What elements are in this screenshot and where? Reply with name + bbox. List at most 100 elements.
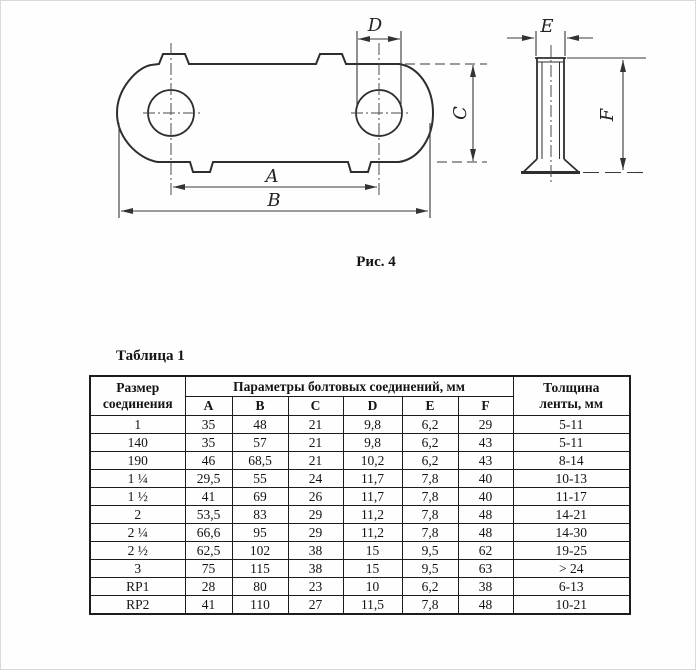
table-cell: 5-11	[512, 415, 631, 434]
table-row: 1 ¼ 29,5 55 24 11,7 7,8 40 10-13	[89, 469, 631, 488]
table-row: 2 ¼ 66,6 95 29 11,2 7,8 48 14-30	[89, 523, 631, 542]
table-cell: 6,2	[401, 451, 459, 470]
table-cell: 115	[231, 559, 289, 578]
table-cell: 83	[231, 505, 289, 524]
table-cell: 38	[457, 577, 514, 596]
table-cell: 1	[89, 415, 186, 434]
table-cell: 6-13	[512, 577, 631, 596]
table-title: Таблица 1	[116, 348, 185, 364]
dim-label-f: F	[597, 107, 618, 122]
table-cell: RP1	[89, 577, 186, 596]
table-cell: 38	[287, 541, 344, 560]
table-cell: 7,8	[401, 469, 459, 488]
table-cell: 10-13	[512, 469, 631, 488]
header-col-e: E	[401, 396, 459, 416]
table-cell: 28	[184, 577, 233, 596]
header-size-line1: Размер	[116, 380, 160, 396]
table-cell: 21	[287, 451, 344, 470]
parameters-table: Размер соединения Параметры болтовых сое…	[89, 375, 631, 615]
table-row: 140 35 57 21 9,8 6,2 43 5-11	[89, 433, 631, 452]
table-cell: 55	[231, 469, 289, 488]
dimension-e	[507, 31, 593, 56]
table-cell: 48	[231, 415, 289, 434]
dim-label-a: A	[264, 166, 279, 187]
table-cell: 29,5	[184, 469, 233, 488]
header-size: Размер соединения	[89, 375, 186, 416]
table-cell: 40	[457, 487, 514, 506]
dim-label-d: D	[367, 15, 383, 36]
table-cell: 6,2	[401, 415, 459, 434]
header-col-c: C	[287, 396, 344, 416]
table-cell: > 24	[512, 559, 631, 578]
table-header-row-2: A B C D E F	[90, 396, 630, 416]
table-cell: 69	[231, 487, 289, 506]
dim-label-c: C	[450, 106, 471, 120]
plate-drawing: D C A B	[115, 15, 487, 218]
header-size-line2: соединения	[102, 396, 173, 411]
table-row: 2 ½ 62,5 102 38 15 9,5 62 19-25	[89, 541, 631, 560]
table-cell: 75	[184, 559, 233, 578]
table-cell: 3	[89, 559, 186, 578]
table-cell: 48	[457, 505, 514, 524]
table-row: 1 35 48 21 9,8 6,2 29 5-11	[89, 415, 631, 434]
table-cell: 5-11	[512, 433, 631, 452]
table-cell: 9,8	[342, 433, 403, 452]
table-cell: 11-17	[512, 487, 631, 506]
table-cell: 2 ¼	[89, 523, 186, 542]
figure-caption: Рис. 4	[356, 254, 396, 270]
dim-label-b: B	[266, 190, 280, 211]
table-cell: 14-30	[512, 523, 631, 542]
header-thickness-line2: ленты, мм	[539, 396, 604, 411]
table-cell: 9,5	[401, 559, 459, 578]
header-thickness-line1: Толщина	[543, 380, 600, 396]
table-cell: 2 ½	[89, 541, 186, 560]
table-cell: 62,5	[184, 541, 233, 560]
table-cell: 7,8	[401, 523, 459, 542]
table-cell: 48	[457, 595, 514, 615]
table-cell: 10,2	[342, 451, 403, 470]
table-cell: 110	[231, 595, 289, 615]
table-cell: 24	[287, 469, 344, 488]
header-thickness: Толщина ленты, мм	[512, 375, 631, 416]
header-col-f: F	[457, 396, 514, 416]
table-cell: 46	[184, 451, 233, 470]
table-cell: 43	[457, 451, 514, 470]
table-cell: 57	[231, 433, 289, 452]
table-row: 3 75 115 38 15 9,5 63 > 24	[89, 559, 631, 578]
table-cell: 10-21	[512, 595, 631, 615]
dim-label-e: E	[539, 16, 553, 37]
table-cell: 9,8	[342, 415, 403, 434]
table-cell: 95	[231, 523, 289, 542]
bolt-shaft	[535, 57, 566, 159]
table-cell: 7,8	[401, 487, 459, 506]
figure-drawing: D C A B	[115, 15, 646, 218]
table-cell: 1 ¼	[89, 469, 186, 488]
table-cell: 1 ½	[89, 487, 186, 506]
table-cell: 80	[231, 577, 289, 596]
table-cell: 7,8	[401, 505, 459, 524]
table-cell: 11,7	[342, 487, 403, 506]
plate-centerlines	[143, 43, 408, 197]
bolt-drawing: E F	[507, 16, 646, 184]
table-cell: RP2	[89, 595, 186, 615]
table-cell: 19-25	[512, 541, 631, 560]
table-cell: 8-14	[512, 451, 631, 470]
table-cell: 11,5	[342, 595, 403, 615]
table-cell: 29	[287, 505, 344, 524]
header-col-d: D	[342, 396, 403, 416]
table-cell: 48	[457, 523, 514, 542]
table-cell: 41	[184, 487, 233, 506]
table-header-row-1: Размер соединения Параметры болтовых сое…	[89, 375, 631, 416]
table-cell: 35	[184, 415, 233, 434]
table-row: 190 46 68,5 21 10,2 6,2 43 8-14	[89, 451, 631, 470]
table-cell: 23	[287, 577, 344, 596]
table-cell: 7,8	[401, 595, 459, 615]
table-cell: 11,2	[342, 523, 403, 542]
header-col-a: A	[184, 396, 233, 416]
header-params: Параметры болтовых соединений, мм	[184, 375, 514, 397]
table-cell: 27	[287, 595, 344, 615]
table-cell: 9,5	[401, 541, 459, 560]
table-cell: 14-21	[512, 505, 631, 524]
table-cell: 62	[457, 541, 514, 560]
